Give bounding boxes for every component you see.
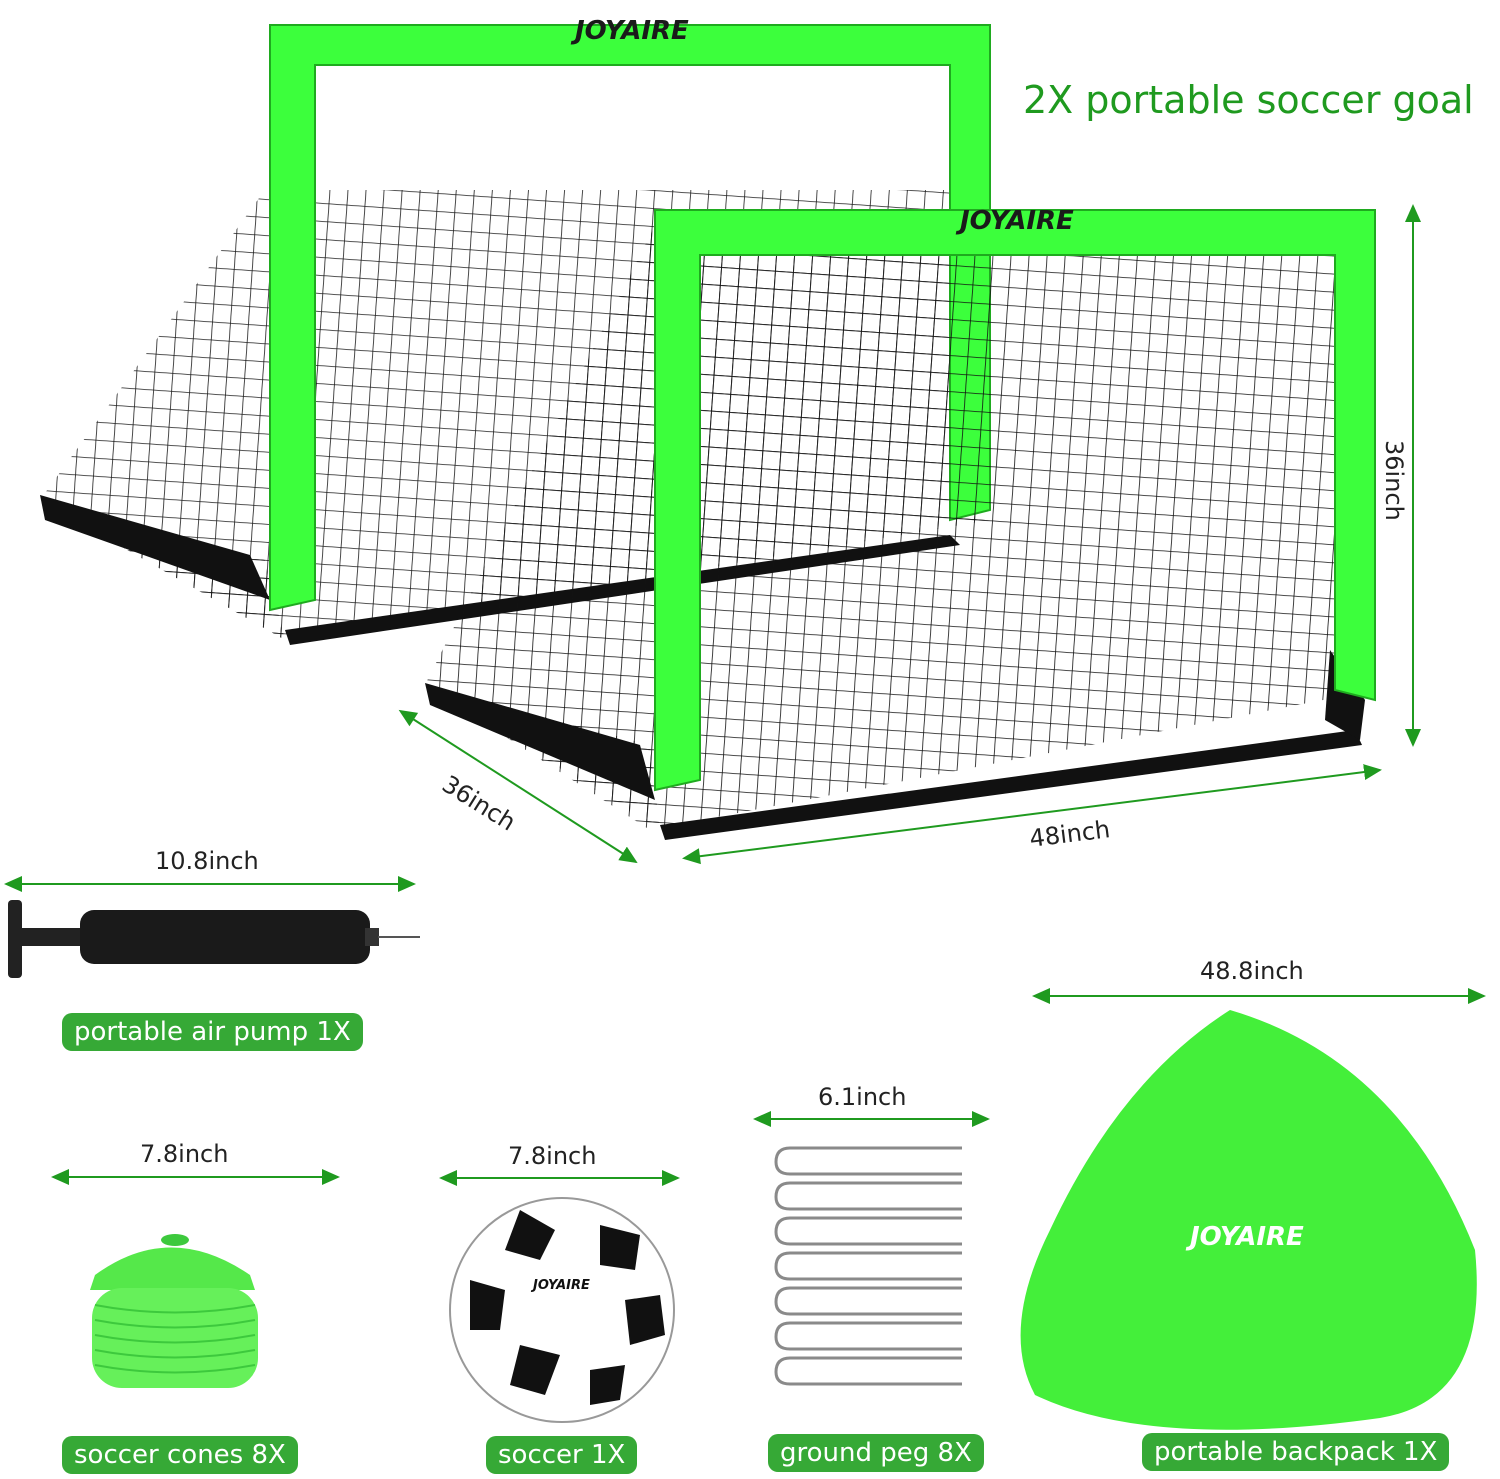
brand-logo-front-goal: JOYAIRE: [960, 206, 1074, 236]
cones-label: soccer cones 8X: [62, 1436, 298, 1474]
backpack-dimension-text: 48.8inch: [1200, 957, 1304, 985]
brand-logo-back-goal: JOYAIRE: [575, 16, 689, 46]
air-pump: [8, 900, 420, 978]
air-pump-label: portable air pump 1X: [62, 1013, 363, 1051]
headline: 2X portable soccer goal: [1023, 78, 1474, 122]
pegs-label: ground peg 8X: [768, 1434, 984, 1472]
ball-label: soccer 1X: [486, 1436, 638, 1474]
soccer-ball: [449, 1197, 675, 1423]
cones-dimension-text: 7.8inch: [140, 1140, 229, 1168]
brand-logo-backpack: JOYAIRE: [1190, 1222, 1304, 1252]
pegs-dimension-text: 6.1inch: [818, 1083, 907, 1111]
air-pump-dimension-text: 10.8inch: [155, 847, 259, 875]
ground-pegs: [774, 1146, 962, 1386]
goal-depth-line: [398, 709, 638, 864]
backpack-label: portable backpack 1X: [1142, 1433, 1450, 1471]
brand-logo-ball: JOYAIRE: [533, 1278, 590, 1293]
portable-backpack: [1020, 1010, 1477, 1430]
ball-dimension-text: 7.8inch: [508, 1142, 597, 1170]
soccer-cones-stack: [90, 1234, 258, 1388]
goal-height-text: 36inch: [1380, 440, 1408, 521]
goal-width-line: [682, 764, 1382, 865]
